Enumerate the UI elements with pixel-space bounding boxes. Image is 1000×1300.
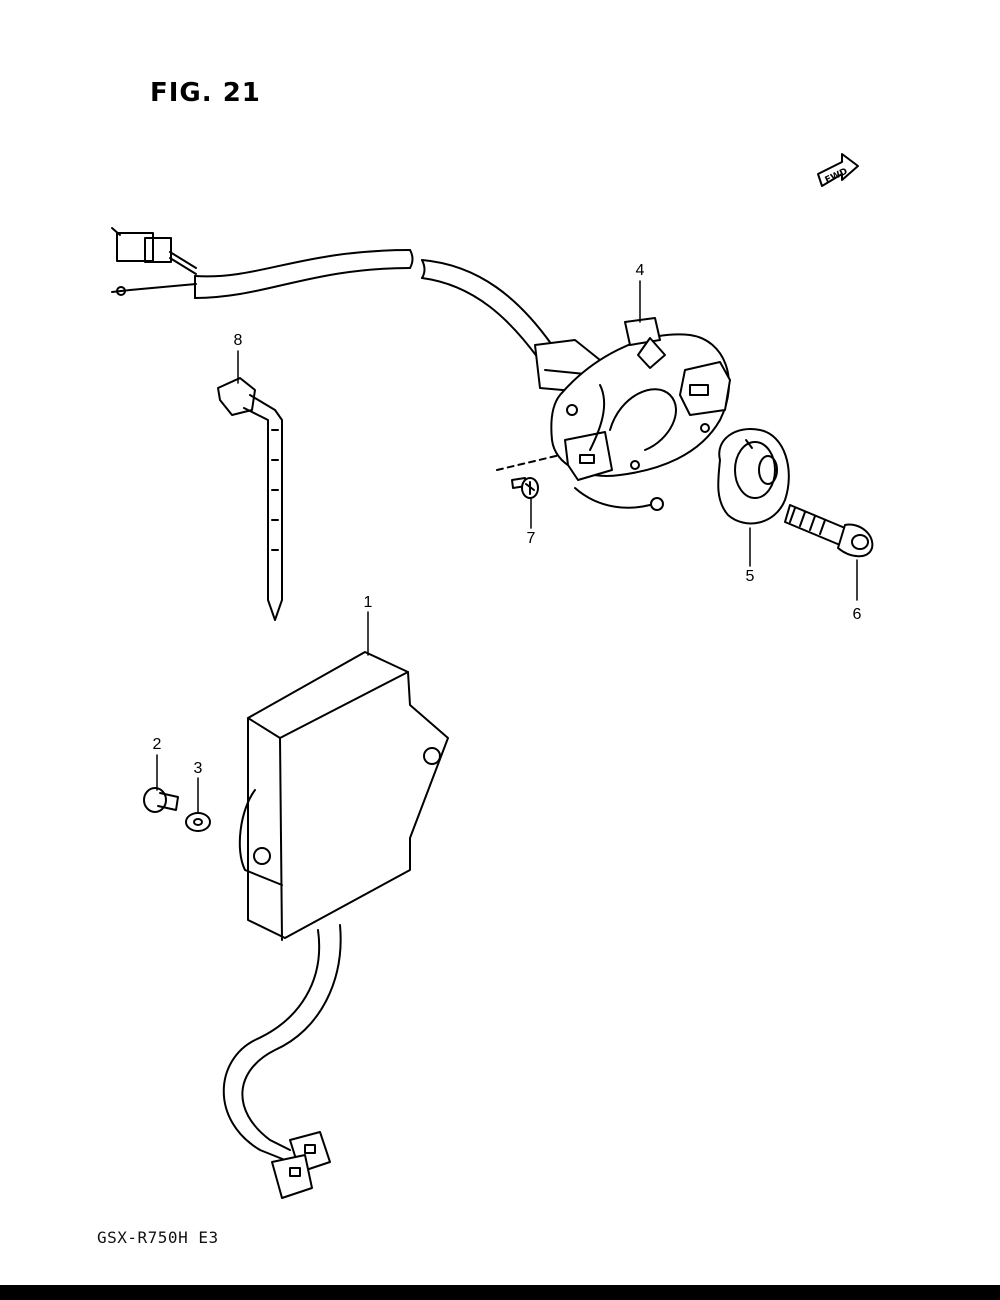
- callout-8: 8: [233, 332, 243, 349]
- igniter-unit: [222, 651, 449, 1199]
- figure-title: FIG. 21: [150, 78, 261, 108]
- cable-tie: [217, 377, 283, 621]
- callout-7: 7: [526, 530, 536, 547]
- model-code: GSX-R750H E3: [97, 1228, 219, 1247]
- callout-1: 1: [363, 594, 373, 611]
- callout-4: 4: [635, 262, 645, 279]
- signal-rotor: [717, 428, 790, 525]
- pickup-coil-assembly: [534, 317, 731, 511]
- screw-2: [143, 787, 179, 813]
- screw-7: [496, 454, 561, 499]
- bolt-6: [784, 504, 874, 558]
- leader-lines: [156, 280, 858, 813]
- callout-3: 3: [193, 760, 203, 777]
- wiring-harness: [194, 249, 553, 359]
- callout-6: 6: [852, 606, 862, 623]
- harness-connector-left: [111, 227, 197, 296]
- callout-5: 5: [745, 568, 755, 585]
- washer-3: [185, 812, 211, 832]
- fwd-arrow-icon: FWD: [817, 153, 859, 187]
- callout-2: 2: [152, 736, 162, 753]
- page-bottom-bar: [0, 1285, 1000, 1300]
